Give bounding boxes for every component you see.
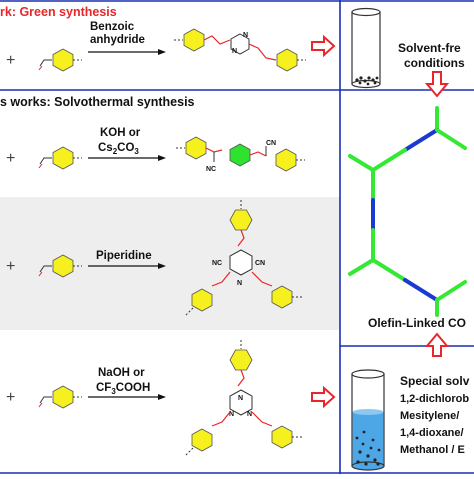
cyano-label: CN [255, 260, 265, 267]
condition-label: Piperidine [96, 250, 152, 262]
reaction-row-naoh: + NaOH or CF3COOH N N N [6, 340, 335, 457]
aldehyde-reactant [38, 254, 82, 278]
olefin-cof-label: Olefin-Linked CO [368, 316, 466, 330]
solvent-item: 1,2-dichlorob [400, 393, 469, 405]
cyano-label: CN [266, 140, 276, 147]
reaction-arrow [88, 263, 166, 269]
down-arrow-to-cof [424, 71, 450, 98]
solvent-free-line1: Solvent-fre [398, 41, 461, 55]
condition-line1: Benzoic [90, 21, 135, 33]
reaction-row-koh: + KOH or Cs2CO3 NC CN [6, 127, 305, 173]
solvent-free-line2: conditions [404, 56, 465, 70]
cyano-label: NC [206, 166, 216, 173]
condition-line2: Cs2CO3 [98, 142, 139, 156]
reaction-row-green: + Benzoic anhydride N N [6, 21, 335, 72]
cyano-label: NC [212, 260, 222, 267]
condition-line2: anhydride [90, 34, 145, 46]
up-arrow-to-cof [424, 332, 450, 357]
gray-band [0, 197, 340, 330]
solvent-item: Methanol / E [400, 444, 465, 456]
reaction-arrow [88, 49, 166, 55]
plus-sign: + [6, 150, 15, 167]
special-solvents-title: Special solv [400, 374, 470, 388]
triazine-n: N [238, 395, 243, 402]
condition-line1: KOH or [100, 127, 141, 139]
solvent-item: 1,4-dioxane/ [400, 427, 464, 439]
red-arrow-to-special-solvents [311, 387, 335, 407]
pyridine-n: N [237, 280, 242, 287]
aldehyde-reactant [38, 48, 82, 72]
special-solvent-vial [351, 369, 385, 471]
triazine-n: N [247, 411, 252, 418]
cof-hexagon [348, 106, 467, 317]
solvent-free-vial [351, 7, 381, 89]
triazine-n: N [229, 411, 234, 418]
triazine-product: N N N [184, 340, 302, 457]
plus-sign: + [6, 389, 15, 406]
solvothermal-header: s works: Solvothermal synthesis [0, 95, 195, 109]
pyrazine-n-bottom: N [232, 48, 237, 55]
red-arrow-to-solventfree [311, 36, 335, 56]
reaction-arrow [88, 394, 166, 400]
green-synthesis-header: rk: Green synthesis [0, 5, 117, 19]
cyano-vinylene-product: NC CN [176, 136, 305, 173]
pyrazine-n-top: N [243, 32, 248, 39]
condition-line2: CF3COOH [96, 382, 150, 396]
plus-sign: + [6, 52, 15, 69]
reaction-arrow [88, 155, 166, 161]
condition-line1: NaOH or [98, 367, 145, 379]
pyrazine-product: N N [174, 28, 306, 72]
aldehyde-reactant [38, 146, 82, 170]
solvent-item: Mesitylene/ [400, 410, 459, 422]
reaction-row-piperidine: + Piperidine N NC CN [6, 200, 302, 317]
aldehyde-reactant [38, 385, 82, 409]
pyridine-product: N NC CN [184, 200, 302, 317]
plus-sign: + [6, 258, 15, 275]
